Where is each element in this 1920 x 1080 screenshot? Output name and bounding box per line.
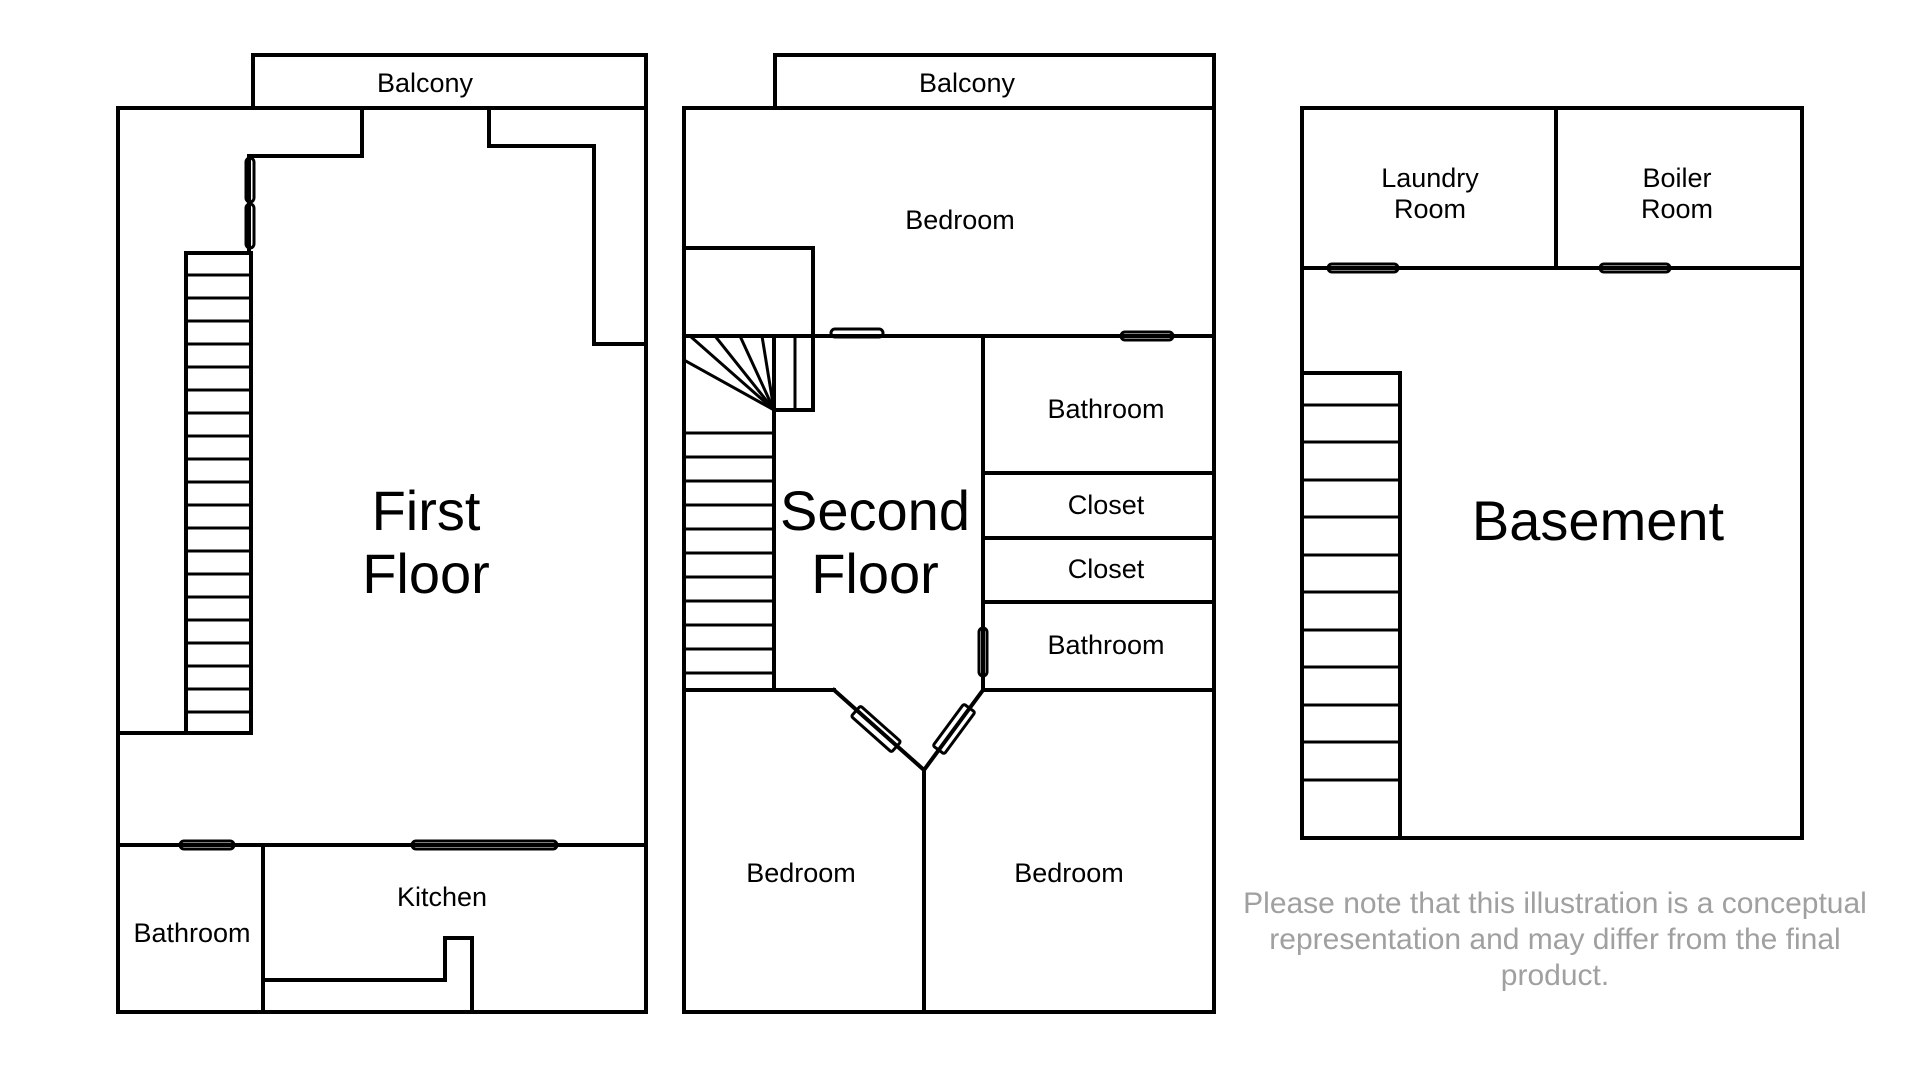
bedroom-top-door xyxy=(829,327,885,339)
boiler-room-door xyxy=(1598,262,1672,274)
bedroom-left-door xyxy=(850,705,902,753)
bathroom-upper-label: Bathroom xyxy=(1047,394,1164,424)
basement-plan xyxy=(1300,106,1804,840)
stair-landing-wall xyxy=(682,246,815,338)
second-floor-stair-treads xyxy=(682,431,776,675)
laundry-room-door xyxy=(1326,262,1400,274)
second-floor-balcony-label: Balcony xyxy=(919,68,1016,98)
boiler-room-label-line2: Room xyxy=(1641,194,1713,224)
first-floor-stair-enclosure xyxy=(116,251,253,735)
bathroom-door xyxy=(178,839,236,851)
first-floor-right-partition xyxy=(487,106,648,346)
second-floor-title-line2: Floor xyxy=(811,542,939,605)
bathroom-lower-label: Bathroom xyxy=(1047,630,1164,660)
boiler-room-label-line1: Boiler xyxy=(1642,163,1711,193)
second-floor-balcony xyxy=(773,53,1216,110)
kitchen-counter xyxy=(261,936,474,1014)
basement-title: Basement xyxy=(1472,489,1725,552)
first-floor-balcony-label: Balcony xyxy=(377,68,474,98)
basement-stair-treads xyxy=(1300,403,1402,782)
first-floor-balcony xyxy=(251,53,648,110)
first-floor-stair-treads xyxy=(184,273,253,714)
bathroom-upper-door xyxy=(1119,330,1175,342)
second-floor-winder-stairs xyxy=(681,333,797,413)
kitchen-label: Kitchen xyxy=(397,882,487,912)
laundry-room-label-line1: Laundry xyxy=(1381,163,1479,193)
bedroom-right-door xyxy=(932,703,976,755)
bathroom-lower-door xyxy=(977,626,989,678)
first-floor-door xyxy=(244,202,256,250)
basement-outer-wall xyxy=(1300,106,1804,840)
disclaimer-note: Please note that this illustration is a … xyxy=(1243,887,1867,992)
bedroom-top-label: Bedroom xyxy=(905,205,1015,235)
first-floor-title-line2: Floor xyxy=(362,542,490,605)
first-floor-title-line1: First xyxy=(372,479,481,542)
closet-upper-label: Closet xyxy=(1068,490,1145,520)
closet-lower-label: Closet xyxy=(1068,554,1145,584)
bedroom-right-label: Bedroom xyxy=(1014,858,1124,888)
first-floor-door xyxy=(244,156,256,204)
kitchen-opening xyxy=(410,839,559,851)
first-floor-left-partition xyxy=(247,106,364,252)
second-floor-plan xyxy=(681,53,1216,1014)
laundry-room-label-line2: Room xyxy=(1394,194,1466,224)
first-floor-bathroom-label: Bathroom xyxy=(133,918,250,948)
basement-stair-enclosure xyxy=(1300,371,1402,840)
bedroom-left-label: Bedroom xyxy=(746,858,856,888)
second-floor-title-line1: Second xyxy=(780,479,970,542)
first-floor-plan xyxy=(116,53,648,1014)
